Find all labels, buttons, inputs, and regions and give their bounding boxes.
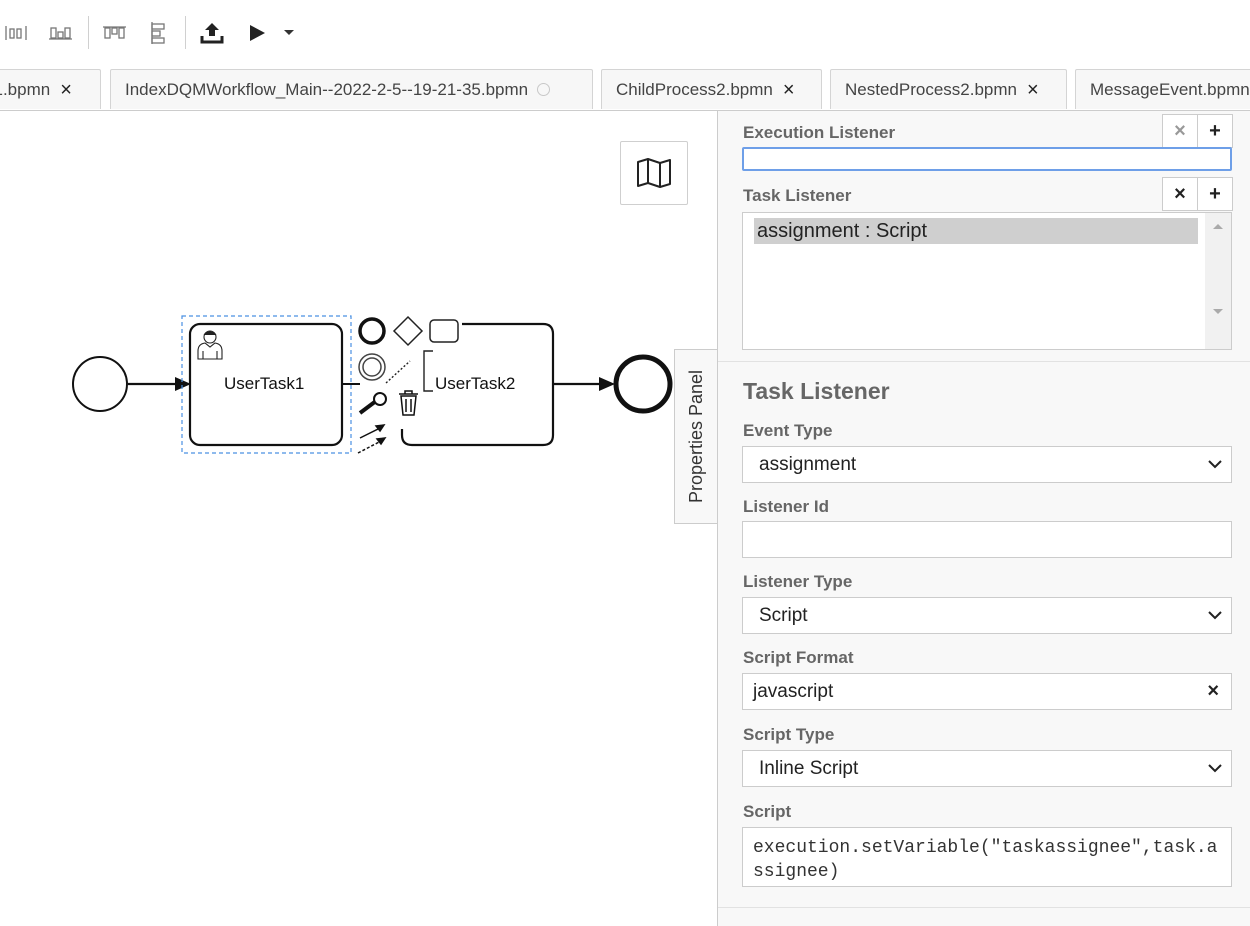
tab-file[interactable]: NestedProcess2.bpmn × <box>830 69 1067 109</box>
properties-panel-toggle[interactable]: Properties Panel <box>674 349 719 524</box>
script-label: Script <box>743 802 792 821</box>
user-task-2-label: UserTask2 <box>435 374 516 393</box>
map-icon <box>637 158 671 188</box>
task-listener-label: Task Listener <box>743 186 852 205</box>
append-end-event-icon[interactable] <box>358 317 386 345</box>
add-task-listener-button[interactable]: + <box>1197 177 1233 211</box>
close-icon[interactable]: × <box>60 78 72 101</box>
listener-id-input[interactable] <box>742 521 1232 558</box>
scrollbar[interactable] <box>1205 213 1231 349</box>
toolbar <box>0 0 1250 66</box>
tab-label: IndexDQMWorkflow_Main--2022-2-5--19-21-3… <box>125 79 529 99</box>
user-icon <box>197 330 223 360</box>
listener-type-label: Listener Type <box>743 572 853 591</box>
execution-listener-list[interactable] <box>742 147 1232 171</box>
user-task-2[interactable] <box>400 322 555 447</box>
listener-type-value: Script <box>759 604 808 626</box>
connect-icon[interactable] <box>357 424 387 454</box>
toolbar-separator <box>88 16 89 49</box>
event-type-select[interactable]: assignment <box>742 446 1232 483</box>
divider <box>718 907 1250 908</box>
listener-id-label: Listener Id <box>743 497 829 516</box>
tab-label: ChildProcess2.bpmn <box>616 79 773 99</box>
properties-panel-toggle-label: Properties Panel <box>686 369 707 504</box>
tab-file[interactable]: MessageEvent.bpmn <box>1075 69 1250 109</box>
script-textarea[interactable]: execution.setVariable("taskassignee",tas… <box>742 827 1232 887</box>
align-bottom-icon[interactable] <box>48 20 74 46</box>
script-type-select[interactable]: Inline Script <box>742 750 1232 787</box>
scroll-up-icon[interactable] <box>1212 222 1224 230</box>
sequence-flow[interactable] <box>553 377 615 391</box>
script-type-value: Inline Script <box>759 757 859 779</box>
toolbar-separator <box>185 16 186 49</box>
tab-label: s1.bpmn <box>0 79 51 99</box>
chevron-down-icon <box>1208 764 1222 773</box>
bpmn-canvas[interactable]: UserTask1 UserTask2 Properties Panel <box>0 111 719 926</box>
change-type-icon[interactable] <box>358 392 387 415</box>
sequence-flow[interactable] <box>128 377 191 391</box>
append-intermediate-event-icon[interactable] <box>358 353 386 381</box>
close-icon[interactable]: × <box>1026 78 1039 101</box>
divider <box>718 361 1250 362</box>
unsaved-indicator-icon <box>537 83 551 96</box>
align-top-icon[interactable] <box>102 20 128 46</box>
remove-execution-listener-button[interactable]: × <box>1162 114 1198 148</box>
script-type-label: Script Type <box>743 725 835 744</box>
minimap-toggle-button[interactable] <box>620 141 688 205</box>
properties-panel: Execution Listener × + Task Listener × +… <box>717 111 1250 926</box>
diagram-svg <box>72 315 673 454</box>
start-instance-icon[interactable] <box>244 20 270 46</box>
tab-file[interactable]: s1.bpmn × <box>0 69 101 109</box>
end-event[interactable] <box>613 354 673 414</box>
remove-task-listener-button[interactable]: × <box>1162 177 1198 211</box>
distribute-horizontal-icon[interactable] <box>4 20 30 46</box>
selection-outline <box>181 315 352 454</box>
tab-label: NestedProcess2.bpmn <box>845 79 1017 99</box>
list-item[interactable]: assignment : Script <box>754 218 1198 244</box>
tab-bar: s1.bpmn × IndexDQMWorkflow_Main--2022-2-… <box>0 66 1250 111</box>
close-icon[interactable]: × <box>782 78 795 101</box>
start-event[interactable] <box>72 356 128 412</box>
event-type-value: assignment <box>759 453 857 475</box>
chevron-down-icon <box>1208 611 1222 620</box>
clear-icon[interactable]: × <box>1207 680 1219 702</box>
user-task-1-label: UserTask1 <box>224 374 305 393</box>
append-task-icon[interactable] <box>429 319 459 343</box>
text-annotation-icon[interactable] <box>385 350 433 392</box>
append-gateway-icon[interactable] <box>392 315 424 347</box>
chevron-down-icon <box>1208 460 1222 469</box>
execution-listener-label: Execution Listener <box>743 123 896 142</box>
trash-icon[interactable] <box>399 390 418 416</box>
add-execution-listener-button[interactable]: + <box>1197 114 1233 148</box>
dropdown-caret-icon[interactable] <box>278 20 300 46</box>
section-title: Task Listener <box>743 378 890 404</box>
tab-label: MessageEvent.bpmn <box>1090 79 1250 99</box>
align-left-icon[interactable] <box>146 20 172 46</box>
script-format-value: javascript <box>753 680 834 702</box>
task-listener-list[interactable]: assignment : Script <box>742 212 1232 350</box>
tab-file[interactable]: IndexDQMWorkflow_Main--2022-2-5--19-21-3… <box>110 69 593 109</box>
deploy-icon[interactable] <box>199 20 225 46</box>
listener-type-select[interactable]: Script <box>742 597 1232 634</box>
script-format-label: Script Format <box>743 648 854 667</box>
event-type-label: Event Type <box>743 421 833 440</box>
script-format-input[interactable]: javascript × <box>742 673 1232 710</box>
tab-file[interactable]: ChildProcess2.bpmn × <box>601 69 822 109</box>
scroll-down-icon[interactable] <box>1212 308 1224 316</box>
